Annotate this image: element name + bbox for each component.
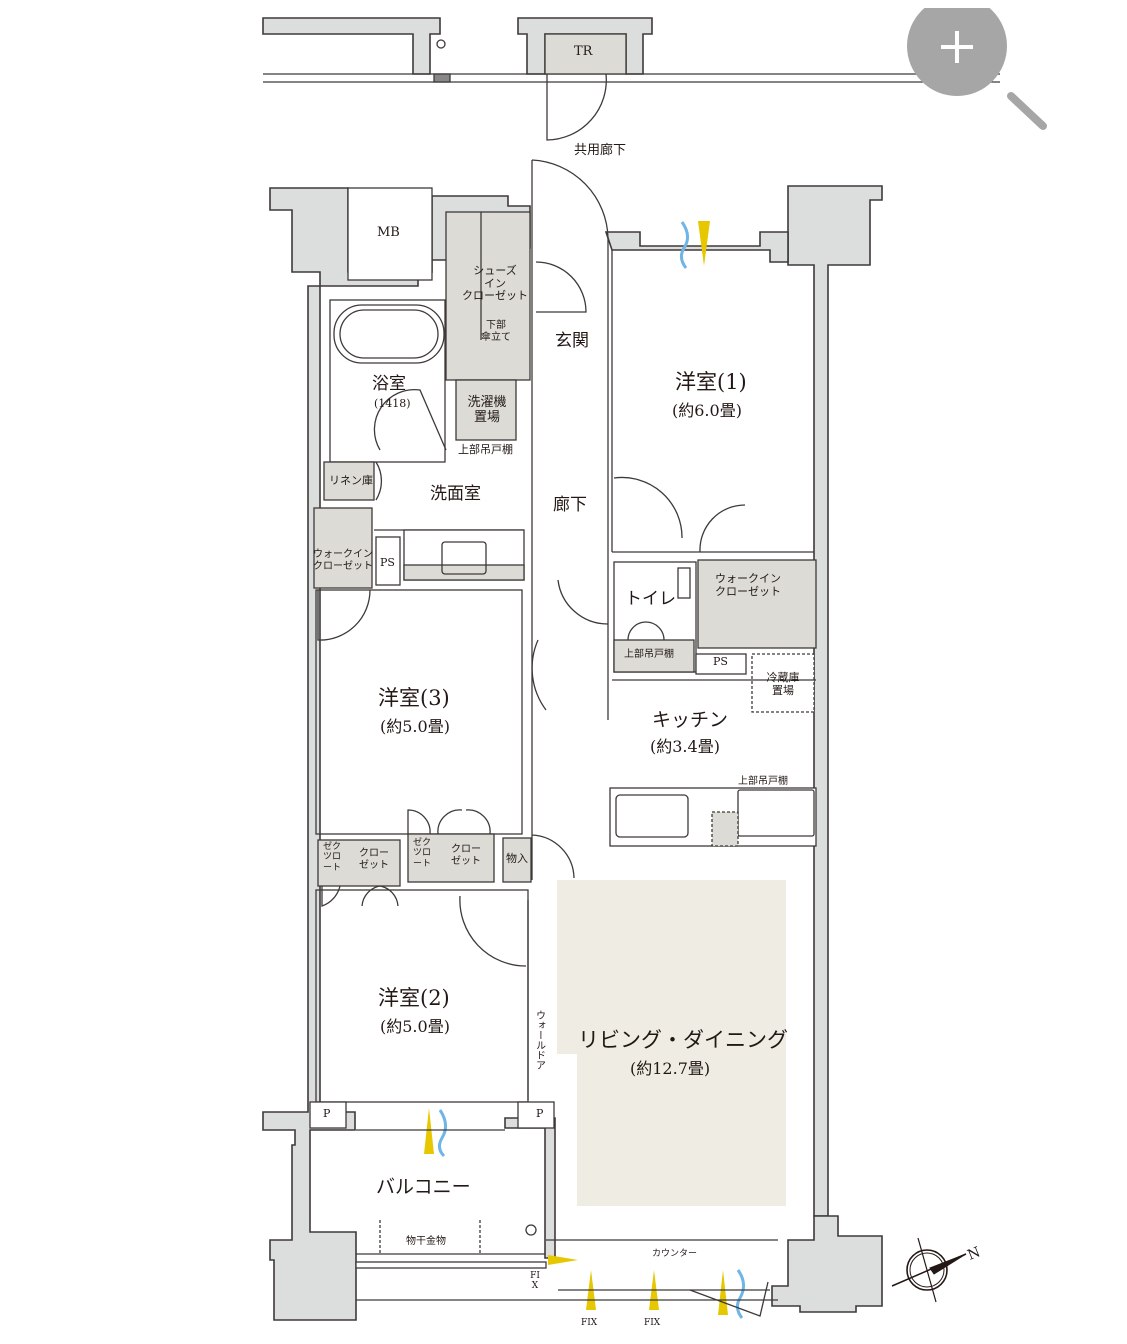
zect-mid-label: ゼクツロート [412,838,431,869]
shoe-closet-line2: イン [484,276,506,290]
magnifier-handle-icon [1007,92,1047,130]
ps-left-label: PS [380,556,395,569]
exterior-wall-top-left [262,17,441,75]
umbrella-stand-label: 下部 傘立て [481,320,511,343]
upper-cabinet-toilet-label: 上部吊戸棚 [624,649,674,660]
western-room-1-size: (約6.0畳) [672,401,742,420]
washer-line2: 置場 [473,409,500,425]
fridge-line1: 冷蔵庫 [766,671,800,684]
linen-storage-label: リネン庫 [329,474,373,487]
ps-right-label: PS [713,655,728,668]
hallway-label: 廊下 [553,495,587,515]
wic-right-label: ウォークイン クローゼット [712,572,784,598]
closet-left-line2: ゼット [359,859,389,871]
balcony-label: バルコニー [376,1176,471,1198]
upper-cabinet-kitchen-label: 上部吊戸棚 [738,776,788,787]
shoe-closet-label: シューズ イン クローゼット [460,264,530,303]
western-room-2-name: 洋室(2) [378,986,450,1010]
closet-mid-label: クロー ゼット [442,844,490,867]
living-dining-size: (約12.7畳) [630,1059,711,1078]
bathroom-size: (1418) [374,397,411,410]
fix-1-label: FIX [581,1318,598,1328]
wic-left-label: ウォークイン クローゼット [312,549,374,572]
right-wall-upper [787,185,883,1217]
closet-left-line1: クロー [359,848,389,859]
right-wall-lower [771,1215,883,1313]
fix-side-label: FIX [530,1271,540,1291]
closet-left-label: クロー ゼット [350,848,398,871]
shoe-closet-line1: シューズ [473,264,517,277]
toilet-label: トイレ [625,589,676,609]
storage-label: 物入 [506,852,528,865]
living-dining-floor [557,880,786,1206]
wic-right-line1: ウォークイン [715,572,781,585]
counter-label: カウンター [652,1249,698,1259]
umbrella-line1: 下部 [486,320,506,331]
laundry-hanger-label: 物干金物 [406,1236,446,1247]
kitchen-name: キッチン [652,709,729,731]
western-room-2-size: (約5.0畳) [380,1017,450,1036]
wic-left-line1: ウォークイン [313,549,373,560]
western-room-1-name: 洋室(1) [675,370,747,394]
shoe-closet-line3: クローゼット [462,289,528,303]
western-room-3-size: (約5.0畳) [380,717,450,736]
living-dining-name: リビング・ダイニング [578,1028,788,1052]
entrance-label: 玄関 [555,331,589,351]
washer-line1: 洗濯機 [467,395,507,410]
meter-box-label: MB [377,225,400,240]
pipe-left-label: P [323,1107,331,1120]
bathroom-label: 浴室 [372,374,406,394]
wic-right-line2: クローゼット [715,584,781,598]
zoom-in-button[interactable] [907,0,1047,130]
wall-door-label: ウォールドア [533,1010,545,1070]
western-room-3-name: 洋室(3) [378,686,450,710]
closet-mid-line1: クロー [451,844,481,855]
fridge-space-label: 冷蔵庫 置場 [758,671,808,697]
washroom-label: 洗面室 [430,484,481,504]
kitchen-size: (約3.4畳) [650,737,720,756]
compass [891,1237,967,1303]
pipe-right-label: P [536,1107,544,1120]
closet-mid-line2: ゼット [451,855,481,867]
trunk-room-label: TR [574,44,593,59]
wic-left-line2: クローゼット [313,560,373,572]
zect-left-label: ゼクツロート [322,842,341,873]
umbrella-line2: 傘立て [481,331,511,343]
balcony-right-wall [504,1117,556,1259]
wall-room1-top [604,231,789,263]
common-corridor-label: 共用廊下 [574,143,627,158]
fridge-line2: 置場 [772,683,794,697]
zoom-in-icon [907,0,1007,96]
upper-cabinet-wash-label: 上部吊戸棚 [458,443,513,456]
fix-2-label: FIX [644,1318,661,1328]
washer-space-label: 洗濯機 置場 [462,395,512,426]
